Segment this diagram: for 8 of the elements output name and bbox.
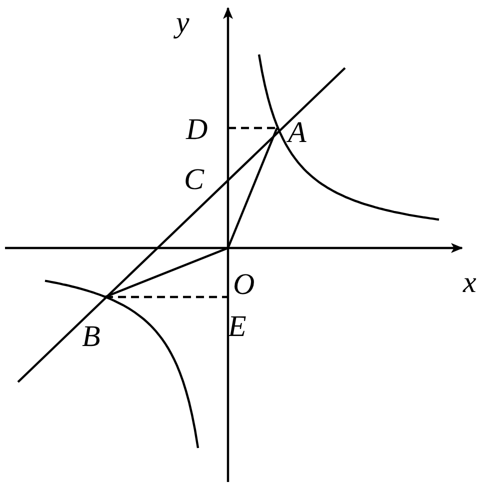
- point-label: A: [288, 118, 306, 148]
- point-label: C: [184, 165, 204, 195]
- point-label: B: [82, 322, 100, 352]
- point-label: E: [228, 312, 246, 342]
- point-label: O: [233, 270, 255, 300]
- point-label: D: [186, 115, 208, 145]
- axis-label: x: [463, 268, 476, 298]
- axis-label: y: [176, 8, 190, 38]
